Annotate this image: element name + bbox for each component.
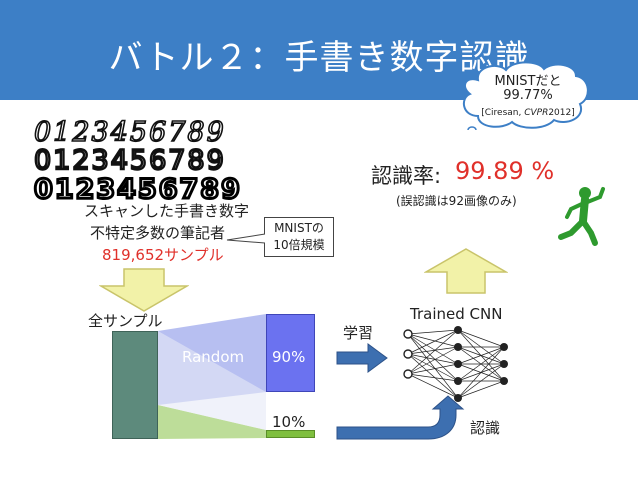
dataset-count: 819,652サンプル <box>102 246 224 264</box>
train-percent: 90% <box>272 348 306 366</box>
test-percent: 10% <box>272 413 306 431</box>
neural-network-diagram <box>403 326 508 402</box>
runner-icon <box>558 187 605 246</box>
all-samples-box <box>112 331 158 439</box>
digit-row-2: 0123456789 <box>34 145 226 176</box>
dataset-line2: 不特定多数の筆記者 <box>90 224 226 242</box>
bubble-line2: 99.77% <box>503 88 553 103</box>
up-arrow-icon <box>424 248 508 294</box>
down-arrow-icon <box>99 268 189 312</box>
accuracy-value: 99.89 % <box>455 157 555 185</box>
mnist-scale-callout: MNISTの 10倍規模 <box>264 217 334 257</box>
digit-row-1: 0123456789 <box>34 117 226 148</box>
bubble-line1: MNISTだと <box>494 74 562 89</box>
callout-line1: MNISTの <box>274 221 324 235</box>
train-label: 学習 <box>343 324 374 342</box>
callout-line2: 10倍規模 <box>273 238 325 252</box>
citation-venue: CVPR <box>524 108 549 118</box>
recognize-label: 認識 <box>470 419 501 437</box>
thought-bubble <box>462 61 589 130</box>
accuracy-label: 認識率: <box>371 164 442 188</box>
slide-title: バトル２：手書き数字認識 <box>108 38 530 78</box>
citation-suffix: 2012] <box>548 108 575 118</box>
citation-prefix: [Ciresan, <box>481 108 525 118</box>
test-set-box <box>266 430 315 438</box>
random-label: Random <box>182 348 245 366</box>
accuracy-note: (誤認識は92画像のみ) <box>396 194 517 208</box>
callout-pointer <box>226 233 266 244</box>
train-set-box <box>266 314 315 392</box>
recognize-arrow-icon <box>336 395 465 440</box>
digit-samples-image: 0123456789 0123456789 0123456789 <box>32 117 300 202</box>
digit-row-3: 0123456789 <box>34 174 242 202</box>
network-title: Trained CNN <box>410 305 503 323</box>
dataset-line1: スキャンした手書き数字 <box>84 202 250 220</box>
all-samples-label: 全サンプル <box>88 312 163 330</box>
bubble-citation: [Ciresan, CVPR2012] <box>464 108 592 118</box>
train-arrow-icon <box>336 343 388 373</box>
